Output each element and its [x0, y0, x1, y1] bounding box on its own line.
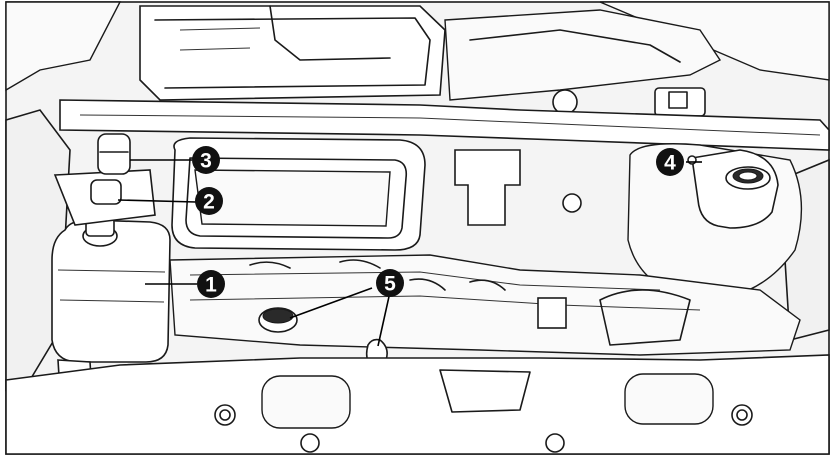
reservoir-caps [53, 133, 156, 226]
leader-line-5a [289, 287, 373, 319]
callout-2: 2 [195, 187, 223, 215]
upper-reservoir-cap [97, 133, 131, 175]
callout-5-label: 5 [384, 273, 396, 296]
leader-line-2 [117, 199, 197, 203]
callout-1-label: 1 [205, 274, 217, 297]
callout-2-label: 2 [203, 191, 215, 214]
reservoir-cap [90, 179, 122, 205]
front-crossmember [5, 354, 830, 455]
leader-line-5b [377, 291, 391, 347]
callout-1: 1 [197, 270, 225, 298]
engine-block [169, 254, 801, 356]
cross-member [59, 99, 830, 151]
callout-5: 5 [376, 269, 404, 297]
coolant-reservoir [51, 217, 171, 393]
air-filter-housing [139, 5, 446, 101]
scuttle-panel [444, 9, 722, 117]
leader-lines [117, 159, 702, 347]
callout-3: 3 [192, 146, 220, 174]
callout-4-label: 4 [664, 152, 676, 175]
center-bracket [454, 149, 582, 226]
intake-duct [171, 137, 426, 251]
oil-filler-cap [258, 307, 298, 333]
callout-4: 4 [656, 148, 684, 176]
callout-3-label: 3 [200, 150, 212, 173]
brake-fluid-reservoir [687, 149, 779, 229]
